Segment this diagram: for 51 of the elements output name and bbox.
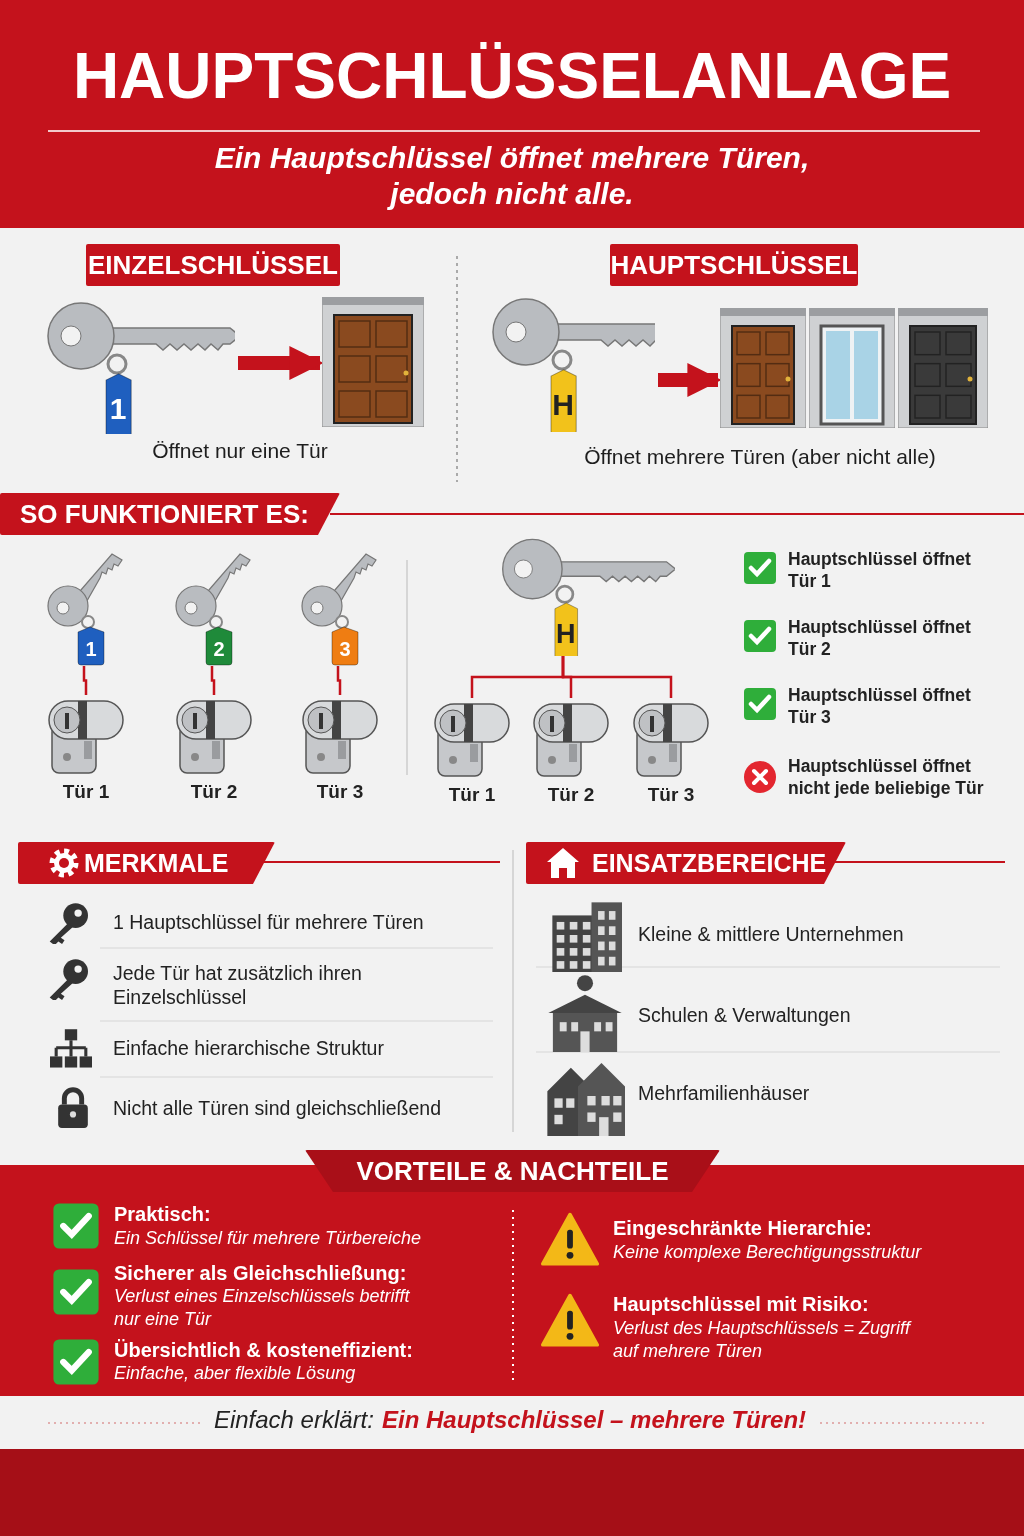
door-label: Tür 2 — [189, 781, 239, 803]
check-item: Hauptschlüssel öffnet nicht jede beliebige Tür — [788, 756, 985, 800]
use-case-text: Schulen & Verwaltungen — [638, 1003, 852, 1028]
connector-line — [82, 666, 88, 695]
tag-number: 2 — [212, 638, 226, 661]
door-label: Tür 3 — [646, 784, 696, 806]
door-label: Tür 3 — [315, 781, 365, 803]
feature-text: Nicht alle Türen sind gleichschließend — [113, 1096, 443, 1121]
tag-letter: 1 — [108, 392, 128, 426]
pro-text: Verlust eines Einzelschlüssels betrifft nur eine Tür — [114, 1285, 411, 1330]
con-text: Verlust des Hauptschlüssels = Zugriff auf mehrere Türen — [613, 1317, 913, 1362]
subtitle: Ein Hauptschlüssel öffnet mehrere Türen, jedoch nicht alle. — [213, 140, 811, 212]
pro-text: Einfache, aber flexible Lösung — [114, 1362, 357, 1385]
title: HAUPTSCHLÜSSELANLAGE — [71, 39, 953, 114]
slogan-text: Ein Hauptschlüssel – mehrere Türen! — [381, 1406, 807, 1434]
section-heading: EINSATZBEREICHE — [526, 842, 846, 884]
arrow — [658, 363, 722, 397]
section-heading: SO FUNKTIONIERT ES: — [0, 493, 340, 535]
pro-heading: Übersichtlich & kosteneffizient: — [114, 1338, 414, 1363]
pro-heading: Praktisch: — [114, 1202, 212, 1227]
con-heading: Eingeschränkte Hierarchie: — [613, 1216, 873, 1241]
tag-letter: H — [551, 388, 575, 422]
section-heading: MERKMALE — [18, 842, 275, 884]
tag-number: 3 — [338, 638, 352, 661]
feature-text: Einfache hierarchische Struktur — [113, 1036, 385, 1061]
tag-letter: H — [554, 619, 577, 651]
section-heading: EINZELSCHLÜSSEL — [86, 244, 340, 286]
check-item: Hauptschlüssel öffnet Tür 2 — [788, 617, 972, 661]
door-label: Tür 2 — [546, 784, 596, 806]
connector-line — [561, 656, 673, 698]
use-case-text: Mehrfamilienhäuser — [638, 1081, 811, 1106]
section-heading: VORTEILE & NACHTEILE — [305, 1150, 720, 1192]
feature-text: 1 Hauptschlüssel für mehrere Türen — [113, 910, 425, 935]
section-heading: HAUPTSCHLÜSSEL — [610, 244, 858, 286]
caption: Öffnet mehrere Türen (aber nicht alle) — [583, 444, 937, 470]
connector-line — [336, 666, 342, 695]
use-case-text: Kleine & mittlere Unternehmen — [638, 922, 905, 947]
tag-number: 1 — [84, 638, 98, 661]
pro-text: Ein Schlüssel für mehrere Türbereiche — [114, 1227, 423, 1250]
check-item: Hauptschlüssel öffnet Tür 1 — [788, 549, 972, 593]
slogan-text: Einfach erklärt: — [213, 1406, 374, 1434]
caption: Öffnet nur eine Tür — [151, 438, 329, 464]
con-heading: Hauptschlüssel mit Risiko: — [613, 1292, 870, 1317]
pro-heading: Sicherer als Gleichschließung: — [114, 1261, 408, 1286]
arrow — [238, 346, 324, 380]
connector-line — [210, 666, 216, 695]
door-label: Tür 1 — [447, 784, 497, 806]
feature-text: Jede Tür hat zusätzlich ihren Einzelschlüssel — [113, 961, 363, 1010]
door-label: Tür 1 — [61, 781, 111, 803]
con-text: Keine komplexe Berechtigungsstruktur — [613, 1241, 923, 1264]
check-item: Hauptschlüssel öffnet Tür 3 — [788, 685, 972, 729]
